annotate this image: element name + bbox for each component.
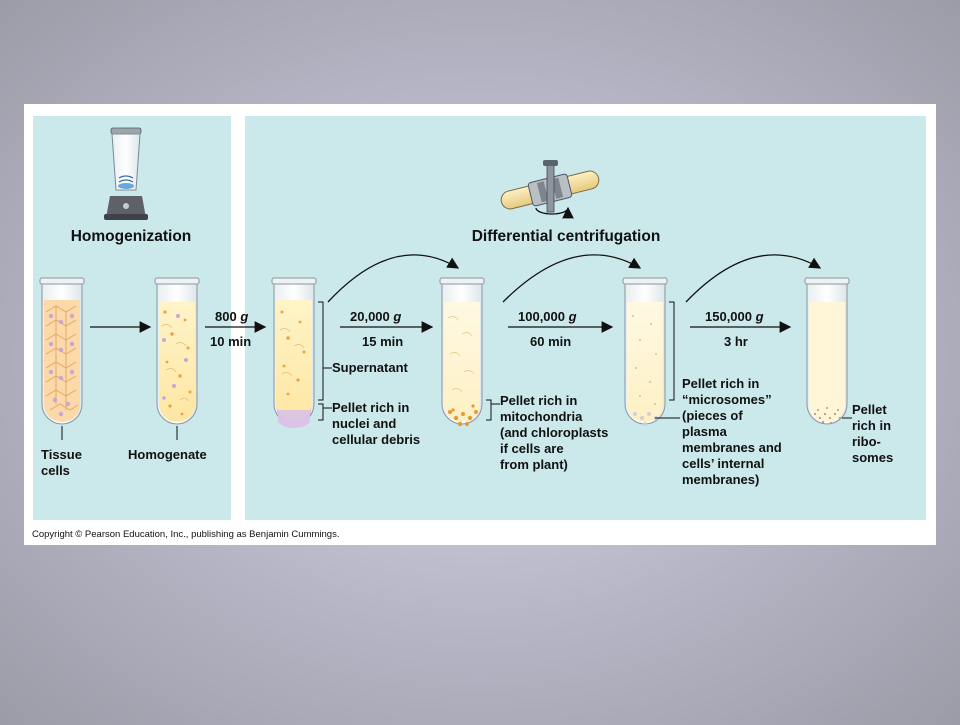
spin-3-time: 60 min [530,334,571,349]
spin-3: 100,000 g 60 min [508,309,614,349]
homogenate-label: Homogenate [128,447,207,462]
spin-2-time: 15 min [362,334,403,349]
transfer-arrow-1 [327,254,460,303]
centrifugation-heading: Differential centrifugation [472,228,661,245]
centrifuge-icon [500,160,600,219]
tube-800g [271,277,332,428]
pellet-2-label: Pellet rich in mitochondria (and chlorop… [500,393,612,472]
spin-4-force: 150,000 g [705,309,764,324]
spin-2: 20,000 g 15 min [340,309,434,349]
copyright-line: Copyright © Pearson Education, Inc., pub… [32,529,339,540]
spin-1-force: 800 g [215,309,248,324]
spin-4: 150,000 g 3 hr [690,309,792,349]
pellet-3-label: Pellet rich in “microsomes” (pieces of p… [682,376,785,487]
supernatant-label: Supernatant [332,360,409,375]
homogenization-heading: Homogenization [71,228,192,245]
homogenate-tube [154,277,200,440]
spin-4-time: 3 hr [724,334,748,349]
tube-150000g [804,277,852,425]
blender-icon [104,127,148,220]
spin-1: 800 g 10 min [205,309,267,349]
spin-2-force: 20,000 g [350,309,401,324]
tube-100000g [622,277,680,426]
pellet-1-label: Pellet rich in nuclei and cellular debri… [332,400,420,447]
spin-1-time: 10 min [210,334,251,349]
tissue-cells-tube [39,277,85,440]
tissue-cells-label: Tissue cells [41,447,86,478]
transfer-arrow-3 [685,254,822,303]
transfer-arrow-2 [502,254,642,303]
pellet-4-label: Pellet rich in ribo- somes [852,402,895,465]
spin-3-force: 100,000 g [518,309,577,324]
tube-20000g [439,277,500,427]
